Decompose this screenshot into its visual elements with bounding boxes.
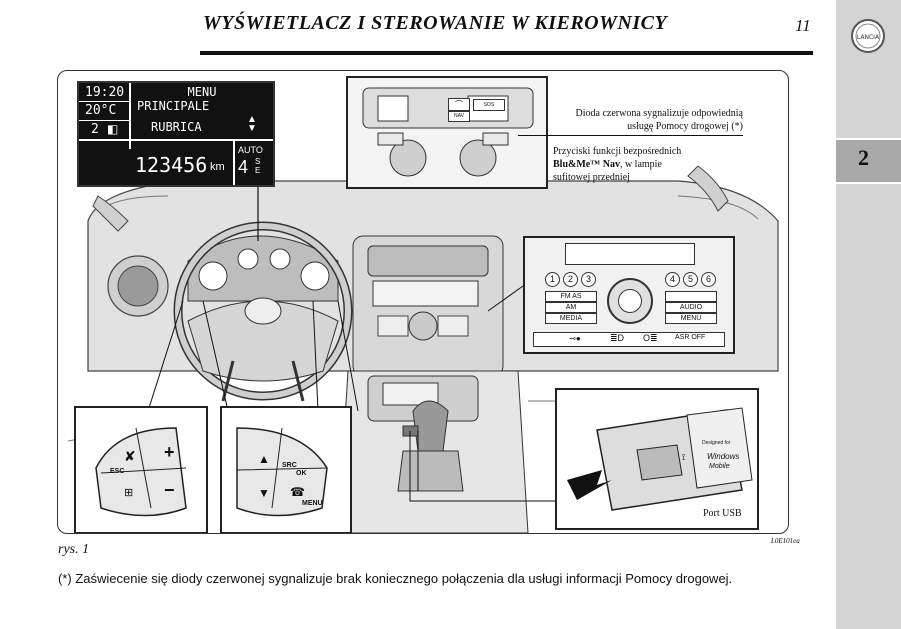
radio-media-button[interactable]: MEDIA <box>545 313 597 324</box>
display-grid-h2 <box>79 120 129 121</box>
chapter-tab-number: 2 <box>858 145 869 170</box>
radio-blank-button[interactable] <box>665 291 717 302</box>
display-odometer-unit: km <box>210 161 225 173</box>
display-grid-h3 <box>79 139 273 141</box>
radio-preset-3[interactable]: 3 <box>581 272 596 287</box>
usb-symbol-icon: ⟟ <box>682 452 686 462</box>
roof-button-mute[interactable]: ⌒ <box>448 98 470 111</box>
radio-preset-6[interactable]: 6 <box>701 272 716 287</box>
display-time: 19:20 <box>85 85 125 100</box>
gear-knob <box>412 400 449 452</box>
gear-boot <box>397 450 464 492</box>
radio-knob-center[interactable] <box>618 289 642 313</box>
display-grid-v2 <box>233 141 235 185</box>
display-gear: 4 <box>238 157 249 177</box>
figure-frame: 19:20 20°C 2 ◧ MENU PRINCIPALE RUBRICA ▲… <box>57 70 789 534</box>
callout-usb <box>409 431 558 502</box>
radio-inset: 1 2 3 4 5 6 FM AS AM MEDIA AUDIO MENU ⊸●… <box>523 236 735 354</box>
annotation-bluetooth-prefix: Przyciski funkcji bezpośrednich <box>553 146 682 157</box>
annotation-red-led: Dioda czerwona sygnalizuje odpowiednią u… <box>575 108 743 132</box>
chapter-sidebar: LANCIA 2 <box>836 0 901 629</box>
instrument-display-inset: 19:20 20°C 2 ◧ MENU PRINCIPALE RUBRICA ▲… <box>77 81 275 187</box>
display-temperature: 20°C <box>85 103 117 118</box>
figure-code: L0E101ea <box>771 537 800 545</box>
usb-mobile: Mobile <box>709 463 730 470</box>
page-number: 11 <box>795 16 811 35</box>
radio-menu-button[interactable]: MENU <box>665 313 717 324</box>
radio-phone-button[interactable]: ⊸● <box>569 334 581 343</box>
radio-screen <box>565 243 695 265</box>
annotation-bluetooth-brand: Blu&Me™ Nav <box>553 159 620 170</box>
chapter-tab[interactable] <box>836 138 901 184</box>
usb-port-inset: Designed for Windows Mobile ⟟ Port USB <box>555 388 759 530</box>
esc-label: ESC <box>110 468 125 475</box>
radio-fm-button[interactable]: FM AS <box>545 291 597 302</box>
annotation-led-rule <box>518 135 743 136</box>
lamp-level-icon: ◧ <box>107 122 119 136</box>
radio-front-fog-icon[interactable]: ≣D <box>610 333 625 343</box>
usb-drawing <box>567 407 753 511</box>
ok-label: OK <box>296 470 307 477</box>
page-title: WYŚWIETLACZ I STEROWANIE W KIEROWNICY <box>203 12 668 34</box>
cluster-dial-right <box>300 261 330 291</box>
phone-icon[interactable]: ☎ <box>290 485 305 499</box>
radio-rear-fog-icon[interactable]: O≣ <box>643 333 658 343</box>
roof-button-sos[interactable]: SOS <box>473 99 505 111</box>
menu-label: MENU <box>302 500 323 507</box>
figure-caption: rys. 1 <box>58 542 90 557</box>
dashboard-illustration <box>67 165 779 533</box>
right-pad-shape <box>236 427 328 517</box>
usb-port-label: Port USB <box>703 508 742 519</box>
mute-icon[interactable]: ✘ <box>124 448 136 464</box>
roof-lamp-inset: SOS NAV ⌒ <box>346 76 548 189</box>
radio-navigation-knob[interactable] <box>607 278 653 324</box>
radio-preset-1[interactable]: 1 <box>545 272 560 287</box>
radio-am-button[interactable]: AM <box>545 302 597 313</box>
usb-windows: Windows <box>707 452 740 461</box>
usb-designed-for: Designed for <box>702 440 731 446</box>
callout-radio <box>487 285 524 312</box>
radio-asr-button[interactable]: ASR OFF <box>675 334 706 341</box>
arrow-down-icon[interactable]: ▼ <box>258 486 270 500</box>
display-grid-h1 <box>79 101 129 102</box>
logo-text: LANCIA <box>857 34 880 41</box>
radio-preset-5[interactable]: 5 <box>683 272 698 287</box>
display-gear-letters: SE <box>255 157 261 175</box>
steering-logo <box>244 297 282 325</box>
roof-button-nav[interactable]: NAV <box>448 111 470 122</box>
steering-controls-right-inset: ▲ SRC OK ▼ ☎ MENU <box>220 406 352 533</box>
cluster-dial-left <box>198 261 228 291</box>
annotation-bluetooth-suffix: , w lampie sufitowej przedniej <box>553 159 662 183</box>
radio-preset-2[interactable]: 2 <box>563 272 578 287</box>
volume-up-icon[interactable]: + <box>164 442 175 462</box>
left-pad-shape <box>95 427 187 517</box>
roof-lamp-drawing <box>362 87 534 177</box>
radio-audio-button[interactable]: AUDIO <box>665 302 717 313</box>
windows-key-icon[interactable]: ⊞ <box>124 487 134 499</box>
display-gear-mode: AUTO <box>238 145 263 155</box>
display-menu-item: RUBRICA <box>151 120 202 134</box>
arrow-up-icon[interactable]: ▲ <box>258 452 270 466</box>
display-menu-line1: MENU <box>187 85 217 99</box>
radio-bottom-bar <box>533 332 725 347</box>
left-paddle <box>92 195 129 232</box>
steering-controls-left-inset: ✘ ESC + ⊞ − <box>74 406 208 533</box>
volume-down-icon[interactable]: − <box>164 480 175 500</box>
right-paddle <box>687 165 729 212</box>
menu-scroll-arrows-icon: ▲▼ <box>247 114 257 134</box>
lancia-logo-icon: LANCIA <box>851 19 885 53</box>
display-level: 2 <box>91 122 99 137</box>
annotation-bluetooth: Przyciski funkcji bezpośrednich Blu&Me™ … <box>553 145 698 184</box>
radio-preset-4[interactable]: 4 <box>665 272 680 287</box>
footnote: (*) Zaświecenie się diody czerwonej sygn… <box>58 571 733 586</box>
display-menu-line2: PRINCIPALE <box>137 99 210 113</box>
header-rule <box>200 51 813 55</box>
display-odometer: 123456 <box>135 153 208 177</box>
src-label: SRC <box>282 462 297 469</box>
steering-hub <box>187 300 339 382</box>
display-grid-v <box>129 83 131 149</box>
